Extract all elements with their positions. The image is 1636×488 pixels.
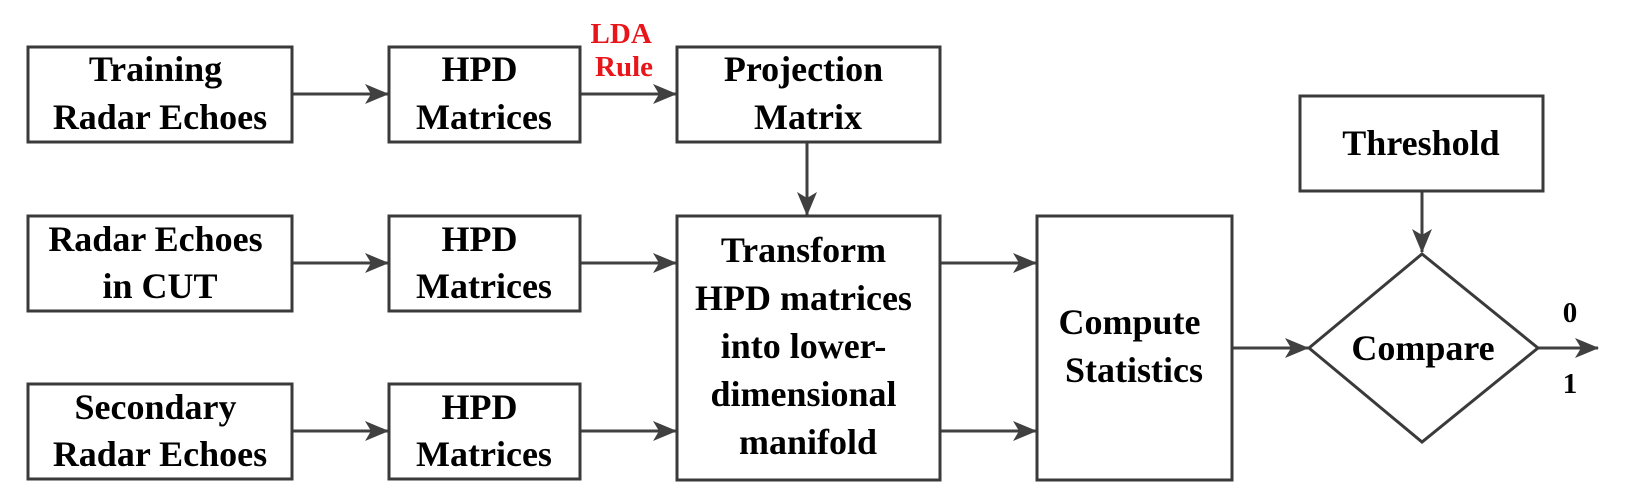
svg-text:Transform HPD matrices: Transform HPD matrices into lower- dimen… [695, 230, 921, 462]
projection-matrix-line-1: Projection [724, 49, 883, 89]
transform-manifold-line-3: into lower- [721, 326, 887, 366]
svg-text:Training Radar Echoes: Training Radar Echoes [53, 49, 267, 137]
hpd-matrices-training-box: HPD Matrices [387, 45, 582, 144]
compute-statistics-line-1: Compute [1059, 302, 1201, 342]
secondary-radar-echoes-box: Secondary Radar Echoes [26, 382, 294, 481]
transform-manifold-line-4: dimensional [710, 374, 896, 414]
projection-matrix-box: Projection Matrix [675, 45, 942, 144]
svg-text:Secondary Radar Echoes: Secondary Radar Echoes [53, 387, 267, 474]
radar-echoes-cut-box: Radar Echoes in CUT [26, 214, 294, 313]
transform-manifold-box: Transform HPD matrices into lower- dimen… [675, 214, 942, 482]
svg-text:Compute Statistics: Compute Statistics [1059, 302, 1210, 390]
hpd-matrices-secondary-box: HPD Matrices [387, 382, 582, 481]
secondary-radar-echoes-line-2: Radar Echoes [53, 434, 267, 474]
svg-text:Projection Matrix: Projection Matrix [724, 49, 892, 137]
radar-echoes-cut-line-1: Radar Echoes [48, 219, 262, 259]
hpd-matrices-cut-line-1: HPD [442, 219, 518, 259]
hpd-matrices-training-line-1: HPD [442, 49, 518, 89]
svg-text:Radar Echoes in CUT: Radar Echoes in CUT [48, 219, 271, 306]
threshold-line-1: Threshold [1342, 123, 1499, 163]
hpd-matrices-cut-line-2: Matrices [416, 266, 552, 306]
training-radar-echoes-line-1: Training [89, 49, 222, 89]
output-label-one: 1 [1563, 368, 1578, 400]
svg-text:HPD Matrices: HPD Matrices [416, 49, 552, 137]
edges [292, 84, 1599, 441]
hpd-matrices-secondary-line-2: Matrices [416, 434, 552, 474]
lda-rule-line-1: LDA [591, 18, 652, 50]
output-label-zero: 0 [1563, 297, 1578, 329]
transform-manifold-line-1: Transform [721, 230, 886, 270]
hpd-matrices-training-line-2: Matrices [416, 97, 552, 137]
projection-matrix-line-2: Matrix [754, 97, 862, 137]
transform-manifold-line-5: manifold [739, 422, 877, 462]
svg-text:HPD Matrices: HPD Matrices [416, 219, 552, 306]
compare-line-1: Compare [1351, 328, 1494, 368]
svg-text:Threshold: Threshold [1342, 123, 1499, 163]
threshold-box: Threshold [1298, 94, 1545, 193]
compute-statistics-box: Compute Statistics [1035, 214, 1234, 482]
compare-diamond: Compare [1306, 252, 1541, 444]
hpd-matrices-cut-box: HPD Matrices [387, 214, 582, 313]
radar-echoes-cut-line-2: in CUT [102, 266, 217, 306]
transform-manifold-line-2: HPD matrices [695, 278, 912, 318]
secondary-radar-echoes-line-1: Secondary [75, 387, 237, 427]
compute-statistics-line-2: Statistics [1065, 350, 1203, 390]
lda-rule-line-2: Rule [595, 51, 653, 83]
lda-rule-label: LDA Rule [591, 18, 658, 83]
hpd-matrices-secondary-line-1: HPD [442, 387, 518, 427]
svg-text:Compare: Compare [1351, 328, 1494, 368]
training-radar-echoes-line-2: Radar Echoes [53, 97, 267, 137]
training-radar-echoes-box: Training Radar Echoes [26, 45, 294, 144]
svg-text:HPD Matrices: HPD Matrices [416, 387, 552, 474]
